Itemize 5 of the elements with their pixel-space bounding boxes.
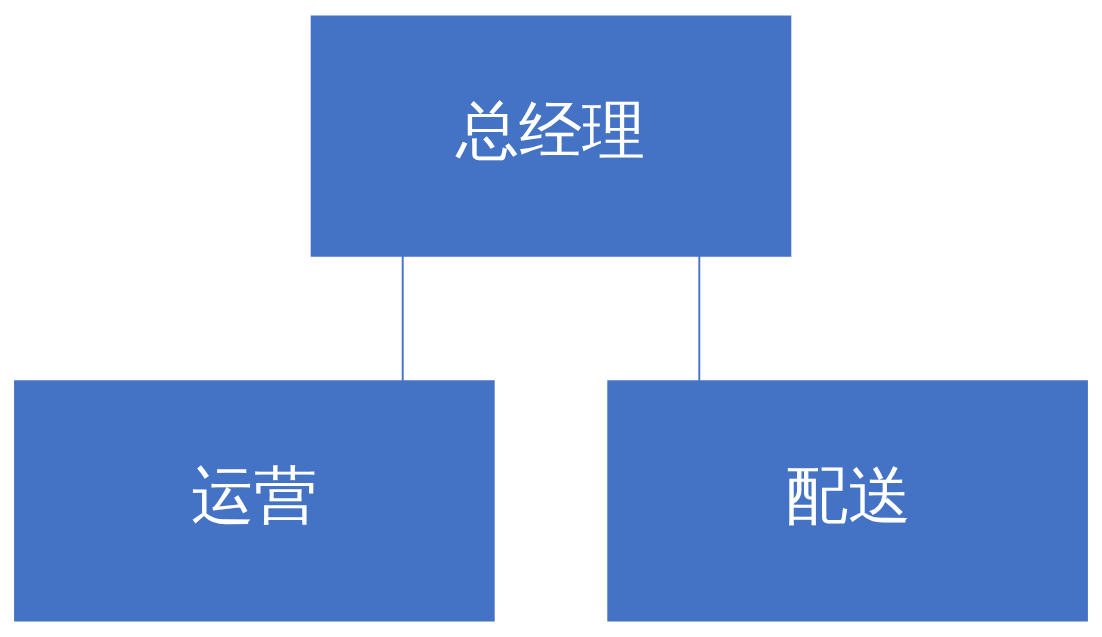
node-box: 配送	[607, 380, 1088, 622]
node-box: 总经理	[310, 15, 792, 257]
connector	[698, 255, 701, 382]
connector	[401, 255, 404, 382]
node-box: 运营	[14, 380, 495, 622]
